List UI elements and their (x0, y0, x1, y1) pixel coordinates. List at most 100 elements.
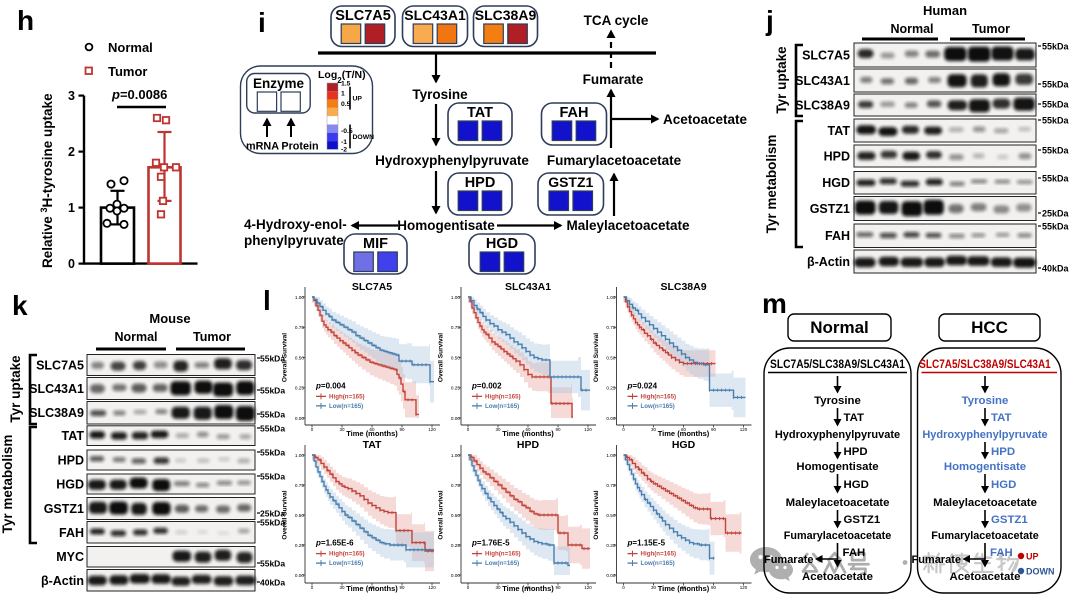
svg-text:55kDa: 55kDa (260, 386, 285, 396)
svg-text:90: 90 (399, 427, 405, 432)
svg-text:0.00: 0.00 (606, 573, 616, 578)
svg-text:0.50: 0.50 (606, 355, 616, 360)
svg-text:Tumor: Tumor (108, 64, 147, 79)
svg-text:90: 90 (555, 427, 561, 432)
svg-text:Hydroxyphenylpyruvate: Hydroxyphenylpyruvate (775, 429, 900, 441)
svg-text:Overall Survival: Overall Survival (282, 490, 289, 539)
svg-text:1.00: 1.00 (451, 295, 461, 300)
svg-text:SLC7A5: SLC7A5 (352, 281, 392, 293)
svg-text:phenylpyruvate: phenylpyruvate (244, 233, 344, 248)
svg-text:p=0.024: p=0.024 (627, 381, 658, 390)
svg-text:0.25: 0.25 (295, 543, 305, 548)
svg-text:Homogentisate: Homogentisate (796, 461, 878, 473)
svg-text:120: 120 (740, 427, 748, 432)
svg-text:0: 0 (467, 427, 470, 432)
svg-text:Protein: Protein (281, 141, 318, 153)
svg-text:Acetoacetate: Acetoacetate (663, 112, 748, 127)
svg-text:Time (months): Time (months) (346, 584, 398, 593)
svg-text:HGD: HGD (991, 479, 1016, 491)
svg-text:TAT: TAT (844, 412, 864, 424)
svg-text:0.75: 0.75 (606, 483, 616, 488)
svg-text:90: 90 (711, 585, 717, 590)
svg-text:Time (months): Time (months) (658, 429, 710, 438)
svg-text:0.75: 0.75 (295, 483, 305, 488)
svg-text:0.5: 0.5 (341, 101, 351, 108)
svg-text:0: 0 (311, 585, 314, 590)
svg-text:Homogentisate: Homogentisate (397, 218, 495, 233)
svg-text:HPD: HPD (991, 446, 1015, 458)
svg-text:55kDa: 55kDa (260, 424, 285, 434)
svg-text:j: j (765, 5, 774, 36)
svg-text:DOWN: DOWN (353, 134, 375, 141)
svg-text:SLC43A1: SLC43A1 (795, 74, 850, 88)
svg-text:120: 120 (584, 427, 592, 432)
svg-text:TAT: TAT (828, 124, 851, 138)
svg-text:Mouse: Mouse (149, 311, 190, 326)
svg-text:0: 0 (68, 257, 75, 271)
svg-text:GSTZ1: GSTZ1 (548, 174, 593, 190)
svg-text:25kDa: 25kDa (1042, 209, 1070, 219)
svg-text:Low(n=165): Low(n=165) (641, 560, 675, 567)
svg-text:TAT: TAT (363, 439, 382, 451)
svg-text:Overall Survival: Overall Survival (438, 333, 445, 382)
svg-text:4-Hydroxy-enol-: 4-Hydroxy-enol- (244, 217, 347, 232)
svg-text:120: 120 (740, 585, 748, 590)
svg-text:1.00: 1.00 (295, 453, 305, 458)
svg-text:TAT: TAT (467, 105, 493, 121)
svg-text:0.50: 0.50 (295, 355, 305, 360)
svg-text:Overall Survival: Overall Survival (593, 490, 600, 539)
svg-text:HGD: HGD (672, 439, 696, 451)
svg-text:GSTZ1: GSTZ1 (844, 514, 881, 526)
svg-text:High(n=165): High(n=165) (485, 551, 521, 558)
svg-text:mRNA: mRNA (246, 141, 279, 153)
svg-text:HGD: HGD (486, 236, 518, 252)
svg-text:Fumarylacetoacetate: Fumarylacetoacetate (931, 530, 1038, 542)
svg-text:0.75: 0.75 (295, 325, 305, 330)
svg-text:HPD: HPD (824, 150, 850, 164)
svg-text:SLC38A9: SLC38A9 (475, 7, 537, 23)
svg-text:p=0.004: p=0.004 (315, 381, 346, 390)
svg-text:0.00: 0.00 (295, 416, 305, 421)
svg-text:0.75: 0.75 (451, 483, 461, 488)
svg-text:Hydroxyphenylpyruvate: Hydroxyphenylpyruvate (922, 429, 1047, 441)
svg-text:55kDa: 55kDa (260, 448, 285, 458)
svg-text:55kDa: 55kDa (1042, 146, 1070, 156)
svg-text:Human: Human (923, 3, 967, 18)
svg-text:High(n=165): High(n=165) (641, 393, 677, 400)
svg-text:β-Actin: β-Actin (807, 255, 850, 269)
svg-text:Maleylacetoacetate: Maleylacetoacetate (566, 218, 690, 233)
svg-text:p=0.0086: p=0.0086 (111, 87, 167, 102)
svg-text:120: 120 (428, 427, 436, 432)
svg-text:High(n=165): High(n=165) (329, 393, 365, 400)
svg-text:SLC43A1: SLC43A1 (29, 382, 84, 396)
svg-text:p=1.65E-6: p=1.65E-6 (315, 539, 354, 548)
svg-text:m: m (762, 288, 787, 319)
svg-text:HCC: HCC (971, 318, 1008, 337)
svg-text:Homogentisate: Homogentisate (944, 461, 1026, 473)
svg-text:SLC43A1: SLC43A1 (505, 281, 551, 293)
svg-text:0.00: 0.00 (295, 573, 305, 578)
svg-text:p=1.15E-5: p=1.15E-5 (627, 539, 666, 548)
svg-text:60: 60 (369, 585, 375, 590)
svg-text:Tyrosine: Tyrosine (412, 87, 468, 102)
svg-text:60: 60 (681, 585, 687, 590)
svg-text:SLC38A9: SLC38A9 (795, 99, 850, 113)
svg-text:FAH: FAH (825, 229, 850, 243)
svg-text:40kDa: 40kDa (260, 578, 285, 588)
svg-text:TAT: TAT (62, 429, 85, 443)
svg-text:Low(n=165): Low(n=165) (329, 403, 363, 410)
svg-text:TCA cycle: TCA cycle (584, 13, 649, 28)
svg-text:Low(n=165): Low(n=165) (329, 560, 363, 567)
svg-text:55kDa: 55kDa (1042, 222, 1070, 232)
svg-text:High(n=165): High(n=165) (641, 551, 677, 558)
svg-text:SLC38A9: SLC38A9 (29, 406, 84, 420)
svg-text:High(n=165): High(n=165) (485, 393, 521, 400)
svg-text:Relative 3H-tyrosine uptake: Relative 3H-tyrosine uptake (39, 93, 55, 268)
svg-text:0.75: 0.75 (451, 325, 461, 330)
svg-text:MIF: MIF (363, 236, 388, 252)
svg-text:-0.5: -0.5 (341, 128, 353, 135)
svg-text:90: 90 (399, 585, 405, 590)
svg-text:-2: -2 (341, 147, 347, 154)
svg-text:0: 0 (622, 427, 625, 432)
svg-text:Normal: Normal (108, 40, 153, 55)
